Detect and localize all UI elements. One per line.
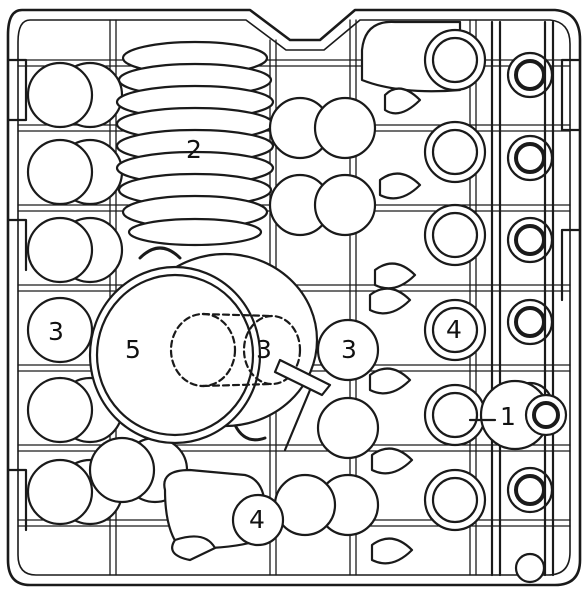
glass-row-2: [378, 120, 554, 200]
mug-mid-4: [316, 396, 380, 460]
label-mugs-right: 3: [341, 335, 357, 364]
mug-left-1: [26, 61, 124, 129]
mug-left-3: [26, 216, 124, 284]
mug-mid-5: [273, 473, 380, 537]
left-cup-stack: [26, 61, 189, 526]
label-mugs-left: 3: [48, 317, 64, 346]
middle-cups: [268, 96, 380, 537]
label-plates: 2: [186, 135, 202, 164]
right-glass-column: [360, 20, 555, 584]
glass-row-1: [360, 20, 554, 115]
mug-mid-3: [316, 318, 380, 382]
label-mugs-center: 3: [256, 335, 272, 364]
glass-row-3: [373, 203, 554, 290]
pot: [88, 246, 332, 452]
label-pot: 5: [125, 335, 141, 364]
small-cup-4-group: [163, 468, 285, 562]
mug-mid-1: [268, 96, 377, 160]
label-glasses-bottom: 4: [249, 505, 265, 534]
mug-left-2: [26, 138, 124, 206]
glass-row-4: [368, 287, 554, 362]
labels: 2 3 5 3 3 4 1 4: [48, 135, 516, 534]
label-glasses-right: 4: [446, 315, 462, 344]
mug-left-4: [26, 296, 94, 364]
cup-1: [468, 379, 568, 451]
plate-stack: [115, 40, 275, 247]
glass-row-6: [370, 447, 554, 584]
rack-tines: [490, 20, 555, 577]
label-cup: 1: [500, 402, 516, 431]
mug-mid-2: [268, 173, 377, 237]
